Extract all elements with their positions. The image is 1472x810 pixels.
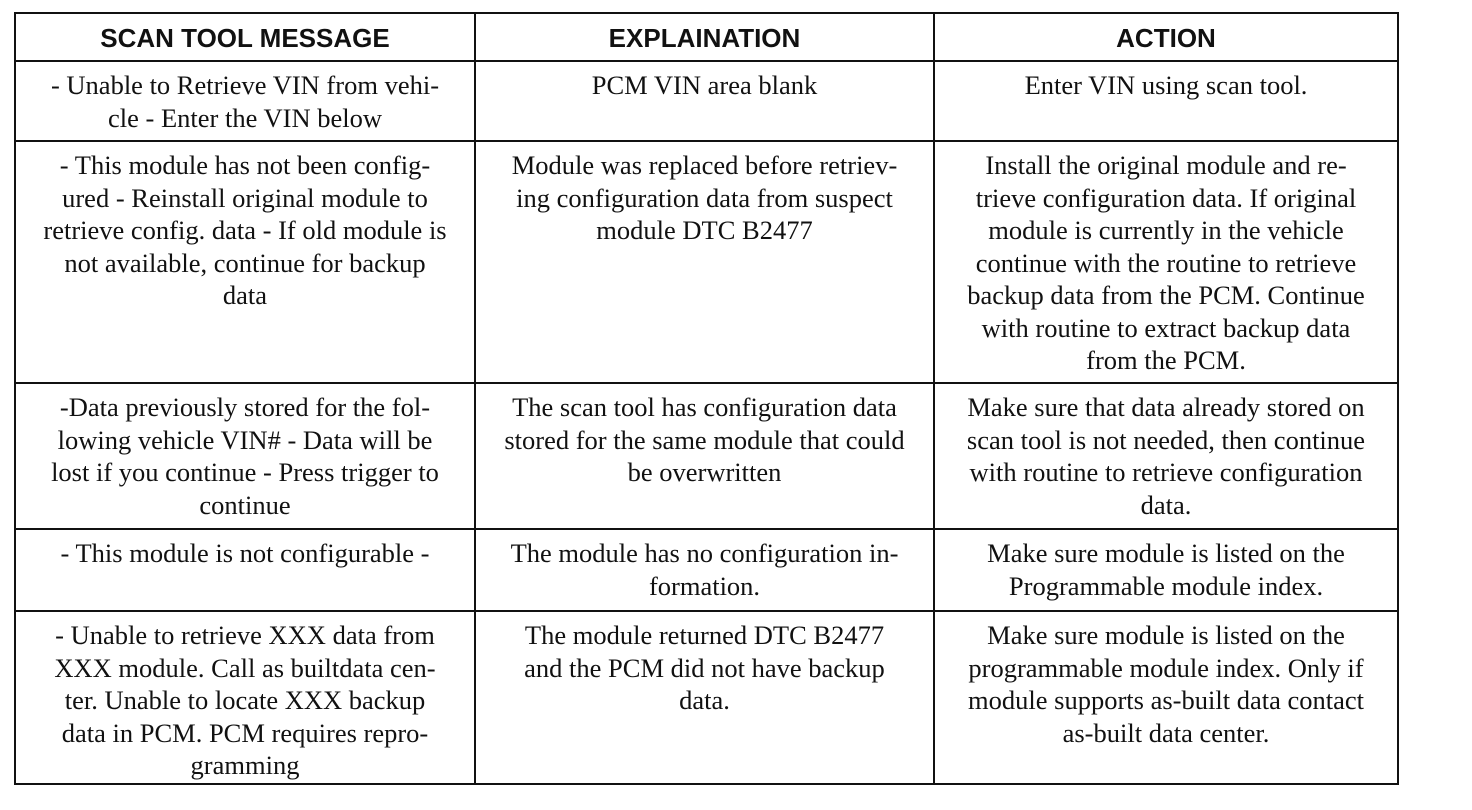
header-action: ACTION (933, 12, 1399, 62)
table-row: - This module has not been config- ured … (14, 140, 1399, 384)
table-header-row: SCAN TOOL MESSAGE EXPLAINATION ACTION (14, 12, 1399, 62)
action-cell: Make sure module is listed on the Progra… (933, 528, 1399, 612)
scan-tool-message-cell: - Unable to Retrieve VIN from vehi- cle … (14, 60, 476, 142)
explaination-cell: The module returned DTC B2477 and the PC… (474, 610, 935, 785)
table-row: - Unable to Retrieve VIN from vehi- cle … (14, 60, 1399, 142)
scan-tool-message-cell: -Data previously stored for the fol- low… (14, 382, 476, 530)
scan-tool-message-cell: - This module is not configurable - (14, 528, 476, 612)
scan-tool-message-cell: - Unable to retrieve XXX data from XXX m… (14, 610, 476, 785)
explaination-cell: PCM VIN area blank (474, 60, 935, 142)
scan-tool-message-cell: - This module has not been config- ured … (14, 140, 476, 384)
table-row: - Unable to retrieve XXX data from XXX m… (14, 610, 1399, 785)
header-explaination: EXPLAINATION (474, 12, 935, 62)
action-cell: Enter VIN using scan tool. (933, 60, 1399, 142)
action-cell: Make sure that data already stored on sc… (933, 382, 1399, 530)
table-row: - This module is not configurable - The … (14, 528, 1399, 612)
action-cell: Make sure module is listed on the progra… (933, 610, 1399, 785)
header-scan-tool-message: SCAN TOOL MESSAGE (14, 12, 476, 62)
scan-tool-message-table: SCAN TOOL MESSAGE EXPLAINATION ACTION - … (14, 12, 1399, 785)
table-row: -Data previously stored for the fol- low… (14, 382, 1399, 530)
explaination-cell: The scan tool has configuration data sto… (474, 382, 935, 530)
action-cell: Install the original module and re- trie… (933, 140, 1399, 384)
explaination-cell: The module has no configuration in- form… (474, 528, 935, 612)
explaination-cell: Module was replaced before retriev- ing … (474, 140, 935, 384)
